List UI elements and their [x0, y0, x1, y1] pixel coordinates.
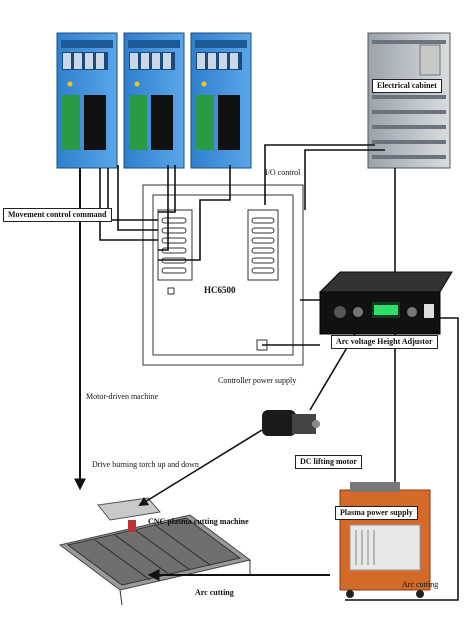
drive-torch-label: Drive burning torch up and down	[92, 460, 199, 469]
arc-cutting-label: Arc cutting	[195, 588, 234, 597]
dc-lifting-motor-label: DC lifting motor	[295, 455, 362, 469]
servo-driver-3	[190, 32, 252, 169]
plasma-power-supply-label: Plasma power supply	[335, 506, 418, 520]
motor-driven-label: Motor-driven machine	[86, 392, 159, 401]
servo-driver-1	[56, 32, 118, 169]
io-control-label: I/O control	[265, 168, 301, 177]
controller-power-label: Controller power supply	[218, 376, 297, 385]
connection-lines	[99, 144, 459, 601]
hc6500-controller	[142, 184, 304, 366]
servo-driver-2	[123, 32, 185, 169]
dc-lifting-motor-image	[262, 410, 320, 436]
hc6500-label: HC6500	[204, 285, 236, 295]
movement-control-label: Movement control command	[3, 208, 112, 222]
arc-voltage-adjustor-label: Arc voltage Height Adjustor	[331, 335, 438, 349]
electrical-cabinet-label: Electrical cabinet	[372, 79, 442, 93]
torch-drive-arrow	[138, 429, 263, 507]
electrical-cabinet-image	[367, 32, 451, 169]
arc-cutting-side-label: Arc cutting	[402, 580, 439, 589]
arc-voltage-adjustor-image	[318, 271, 453, 335]
cnc-machine-label: CNC plasma cutting machine	[148, 517, 249, 526]
